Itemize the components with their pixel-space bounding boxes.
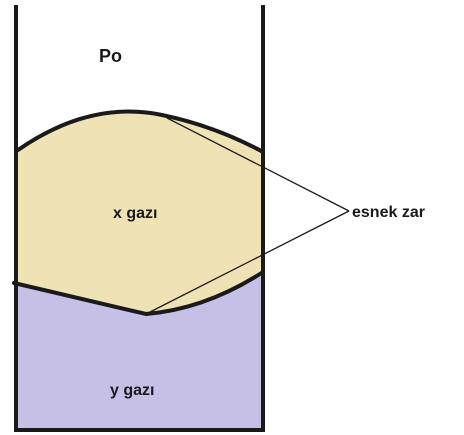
pointer-line-lower [149,210,350,313]
outside-pressure-label: Po [99,46,123,66]
lower-membrane [12,270,265,317]
upper-membrane [16,109,265,154]
membrane-label: esnek zar [352,204,425,221]
gas-x-label: x gazı [113,205,158,222]
gas-y-label: y gazı [110,382,155,399]
pointer-line-upper [166,117,350,212]
gas-y-region [14,272,263,430]
gas-x-region [14,111,263,315]
